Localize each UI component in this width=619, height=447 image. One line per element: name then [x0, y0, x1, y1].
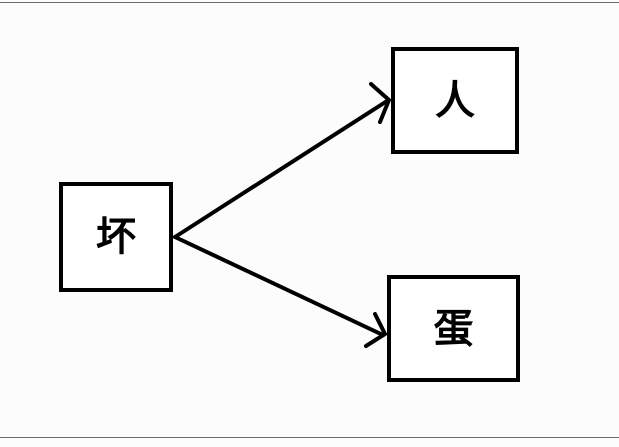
node-person: 人 — [391, 47, 519, 154]
node-bad: 坏 — [59, 182, 173, 292]
node-egg: 蛋 — [387, 275, 520, 382]
arrowhead-to-egg — [364, 312, 387, 348]
node-egg-label: 蛋 — [433, 305, 474, 352]
top-divider — [0, 2, 619, 3]
edge-bad-to-egg — [173, 235, 385, 337]
bottom-divider — [0, 437, 619, 438]
node-bad-label: 坏 — [96, 214, 136, 260]
edge-bad-to-person — [173, 99, 389, 239]
arrowhead-to-person — [369, 82, 391, 124]
node-person-label: 人 — [435, 77, 475, 124]
